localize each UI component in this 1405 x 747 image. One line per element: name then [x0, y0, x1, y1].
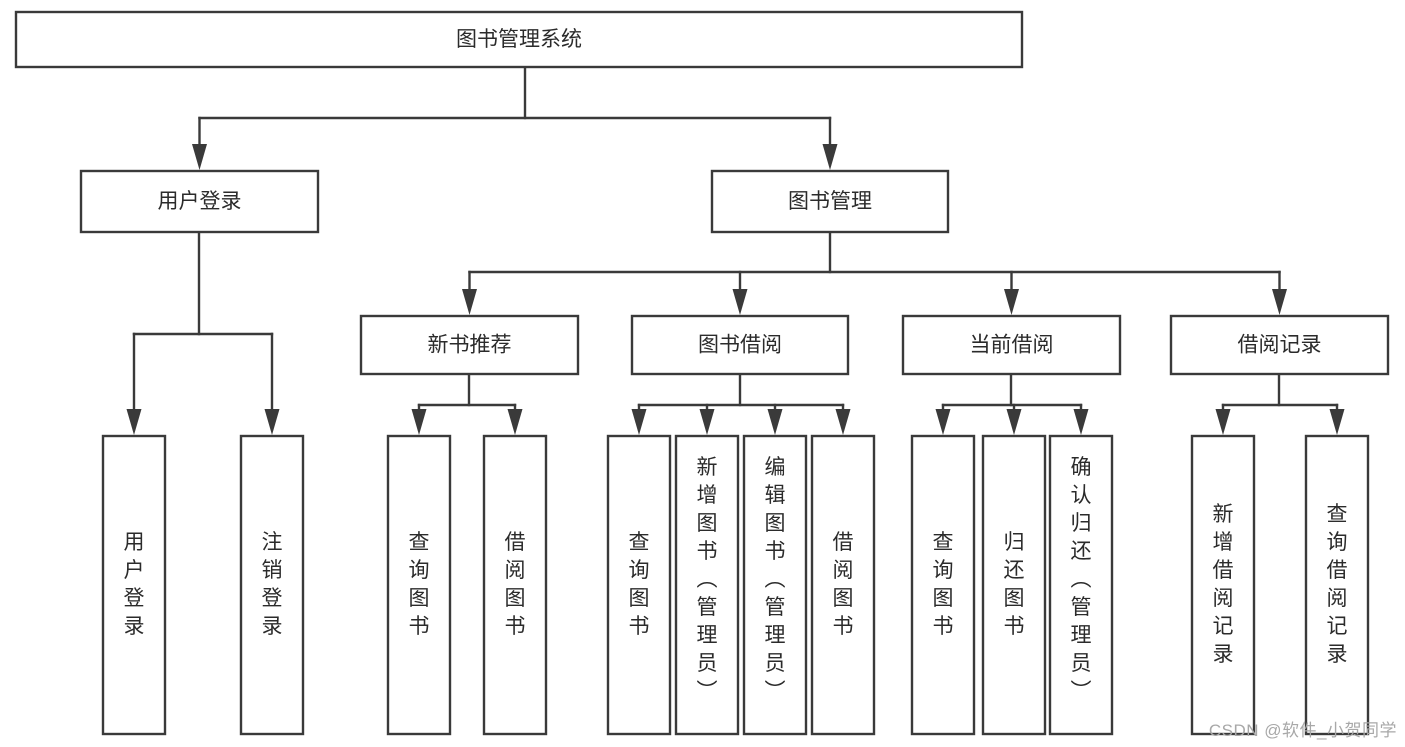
node-box-当前借阅[interactable] — [901, 314, 1122, 376]
node-box-归还图书[interactable] — [981, 434, 1047, 736]
node-box-用户登录[interactable] — [79, 169, 320, 234]
arrow-head-用户登录 — [126, 409, 142, 435]
arrow-head-查询借阅记录 — [1329, 409, 1345, 435]
node-label-借阅图书: 借阅图书 — [505, 531, 526, 638]
arrow-head-用户登录 — [192, 144, 207, 170]
arrow-head-新书推荐 — [462, 289, 477, 315]
node-label-查询图书: 查询图书 — [409, 531, 430, 638]
node-图书借阅[interactable]: 图书借阅 — [630, 314, 850, 376]
arrow-head-查询图书 — [631, 409, 647, 435]
node-label-查询借阅记录: 查询借阅记录 — [1327, 503, 1348, 666]
arrow-head-借阅图书 — [507, 409, 523, 435]
node-label-查询图书: 查询图书 — [933, 531, 954, 638]
node-box-借阅记录[interactable] — [1169, 314, 1390, 376]
node-归还图书[interactable]: 归还图书 — [981, 434, 1047, 736]
node-box-用户登录[interactable] — [101, 434, 167, 736]
node-label-注销登录: 注销登录 — [262, 531, 283, 638]
arrow-head-图书管理 — [822, 144, 838, 170]
node-借阅图书[interactable]: 借阅图书 — [810, 434, 876, 736]
node-label-查询图书: 查询图书 — [629, 531, 650, 638]
node-label-借阅图书: 借阅图书 — [833, 531, 854, 638]
node-借阅图书[interactable]: 借阅图书 — [482, 434, 548, 736]
connector-group-图书管理 — [462, 230, 1287, 315]
node-查询图书[interactable]: 查询图书 — [606, 434, 672, 736]
watermark-label: CSDN @软件_小贺同学 — [1208, 721, 1397, 740]
arrow-head-确认归还管理员 — [1073, 409, 1089, 435]
node-label-图书管理: 图书管理 — [788, 190, 872, 213]
node-用户登录[interactable]: 用户登录 — [101, 434, 167, 736]
connector-group-当前借阅 — [935, 372, 1089, 435]
connector-group-新书推荐 — [411, 372, 523, 435]
node-label-借阅记录: 借阅记录 — [1238, 334, 1322, 357]
node-图书管理系统[interactable]: 图书管理系统 — [14, 10, 1024, 69]
connector-group-借阅记录 — [1215, 372, 1345, 435]
node-label-图书借阅: 图书借阅 — [698, 334, 782, 357]
node-box-借阅图书[interactable] — [810, 434, 876, 736]
arrow-head-查询图书 — [411, 409, 427, 435]
arrow-head-图书借阅 — [732, 289, 748, 315]
node-box-图书借阅[interactable] — [630, 314, 850, 376]
arrow-head-新增图书管理员 — [699, 409, 715, 435]
connector-group-图书管理系统 — [192, 65, 838, 170]
node-label-当前借阅: 当前借阅 — [970, 334, 1054, 357]
node-编辑图书管理员[interactable]: 编辑图书︵管理员︶ — [742, 434, 808, 736]
node-layer: 图书管理系统用户登录图书管理新书推荐图书借阅当前借阅借阅记录用户登录注销登录查询… — [14, 10, 1390, 736]
arrow-head-编辑图书管理员 — [767, 409, 783, 435]
node-label-用户登录: 用户登录 — [124, 531, 145, 638]
node-label-确认归还管理员: 确认归还︵管理员︶ — [1071, 456, 1092, 703]
node-box-借阅图书[interactable] — [482, 434, 548, 736]
node-确认归还管理员[interactable]: 确认归还︵管理员︶ — [1048, 434, 1114, 736]
node-label-归还图书: 归还图书 — [1004, 531, 1025, 638]
node-box-查询图书[interactable] — [910, 434, 976, 736]
node-label-编辑图书管理员: 编辑图书︵管理员︶ — [765, 456, 786, 703]
connector-group-用户登录 — [126, 230, 280, 435]
node-新书推荐[interactable]: 新书推荐 — [359, 314, 580, 376]
node-用户登录[interactable]: 用户登录 — [79, 169, 320, 234]
node-box-图书管理[interactable] — [710, 169, 950, 234]
node-label-用户登录: 用户登录 — [158, 190, 242, 213]
node-box-编辑图书管理员[interactable] — [742, 434, 808, 736]
connector-layer — [126, 65, 1345, 435]
node-查询图书[interactable]: 查询图书 — [910, 434, 976, 736]
arrow-head-归还图书 — [1006, 409, 1022, 435]
node-label-新增图书管理员: 新增图书︵管理员︶ — [697, 456, 718, 703]
node-借阅记录[interactable]: 借阅记录 — [1169, 314, 1390, 376]
arrow-head-新增借阅记录 — [1215, 409, 1231, 435]
node-box-新书推荐[interactable] — [359, 314, 580, 376]
node-查询图书[interactable]: 查询图书 — [386, 434, 452, 736]
node-label-图书管理系统: 图书管理系统 — [456, 28, 582, 51]
arrow-head-借阅图书 — [835, 409, 851, 435]
node-box-新增借阅记录[interactable] — [1190, 434, 1256, 736]
node-box-确认归还管理员[interactable] — [1048, 434, 1114, 736]
node-box-图书管理系统[interactable] — [14, 10, 1024, 69]
node-新增图书管理员[interactable]: 新增图书︵管理员︶ — [674, 434, 740, 736]
node-查询借阅记录[interactable]: 查询借阅记录 — [1304, 434, 1370, 736]
arrow-head-当前借阅 — [1004, 289, 1019, 315]
connector-group-图书借阅 — [631, 372, 851, 435]
node-当前借阅[interactable]: 当前借阅 — [901, 314, 1122, 376]
node-box-查询图书[interactable] — [606, 434, 672, 736]
node-图书管理[interactable]: 图书管理 — [710, 169, 950, 234]
node-box-查询借阅记录[interactable] — [1304, 434, 1370, 736]
node-box-查询图书[interactable] — [386, 434, 452, 736]
arrow-head-查询图书 — [935, 409, 951, 435]
node-label-新增借阅记录: 新增借阅记录 — [1213, 503, 1234, 666]
node-注销登录[interactable]: 注销登录 — [239, 434, 305, 736]
node-box-新增图书管理员[interactable] — [674, 434, 740, 736]
node-label-新书推荐: 新书推荐 — [428, 334, 512, 357]
node-新增借阅记录[interactable]: 新增借阅记录 — [1190, 434, 1256, 736]
arrow-head-借阅记录 — [1272, 289, 1287, 315]
arrow-head-注销登录 — [264, 409, 280, 435]
node-box-注销登录[interactable] — [239, 434, 305, 736]
